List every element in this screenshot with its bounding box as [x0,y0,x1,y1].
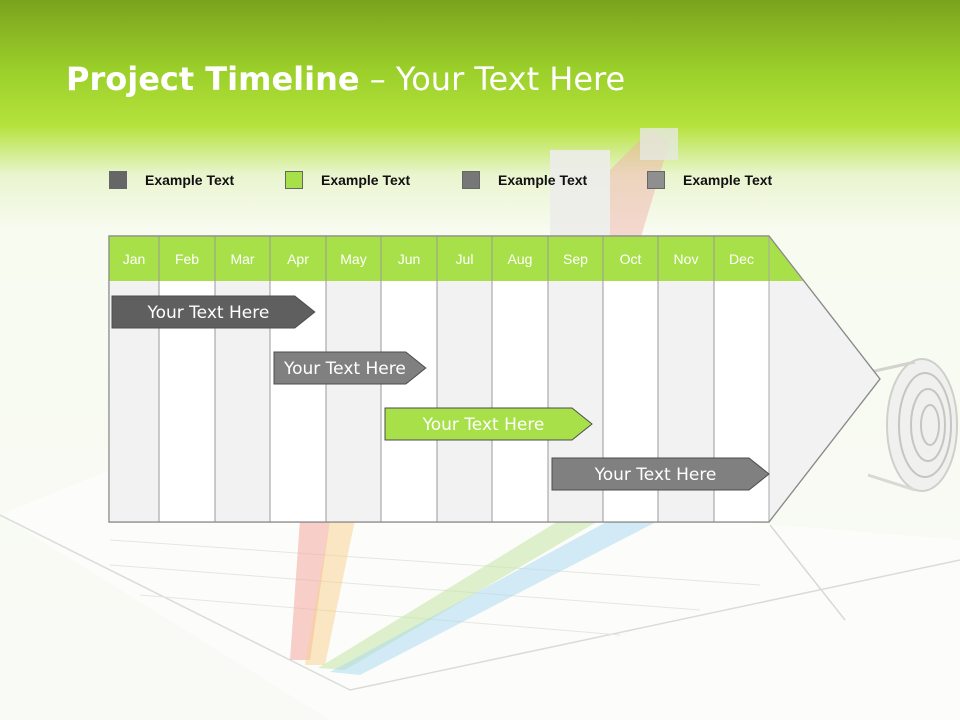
month-column [326,281,381,522]
month-column [381,281,437,522]
legend-label: Example Text [498,172,588,188]
page-title: Project Timeline – Your Text Here [66,60,625,98]
legend-swatch [109,171,127,189]
legend-item: Example Text [462,170,587,190]
legend-item: Example Text [647,170,772,190]
legend-item: Example Text [285,170,410,190]
month-label: Jan [123,251,146,267]
month-label: Mar [230,251,254,267]
legend-swatch [647,171,665,189]
task-bar-label: Your Text Here [146,303,269,323]
month-label: Feb [175,251,199,267]
task-bar-label: Your Text Here [594,465,717,485]
month-column [437,281,492,522]
month-label: Jul [456,251,474,267]
month-label: Nov [674,251,699,267]
task-bar [551,457,770,491]
month-label: Aug [508,251,533,267]
legend-item: Example Text [109,170,234,190]
task-bar-label: Your Text Here [283,359,406,379]
task-bar [111,295,316,329]
month-label: Oct [620,251,642,267]
month-column [492,281,548,522]
month-label: May [340,251,366,267]
timeline-outline [108,235,881,523]
legend-label: Example Text [683,172,773,188]
month-label: Apr [287,251,309,267]
task-bar-label: Your Text Here [422,415,545,435]
legend-label: Example Text [321,172,411,188]
title-rest: – Your Text Here [359,60,626,98]
task-bar [273,351,427,385]
month-label: Sep [563,251,588,267]
task-bar [384,407,593,441]
legend-swatch [285,171,303,189]
month-label: Jun [398,251,421,267]
legend-label: Example Text [145,172,235,188]
month-label: Dec [729,251,754,267]
legend-swatch [462,171,480,189]
month-header-band [109,236,769,281]
title-bold: Project Timeline [66,60,360,98]
